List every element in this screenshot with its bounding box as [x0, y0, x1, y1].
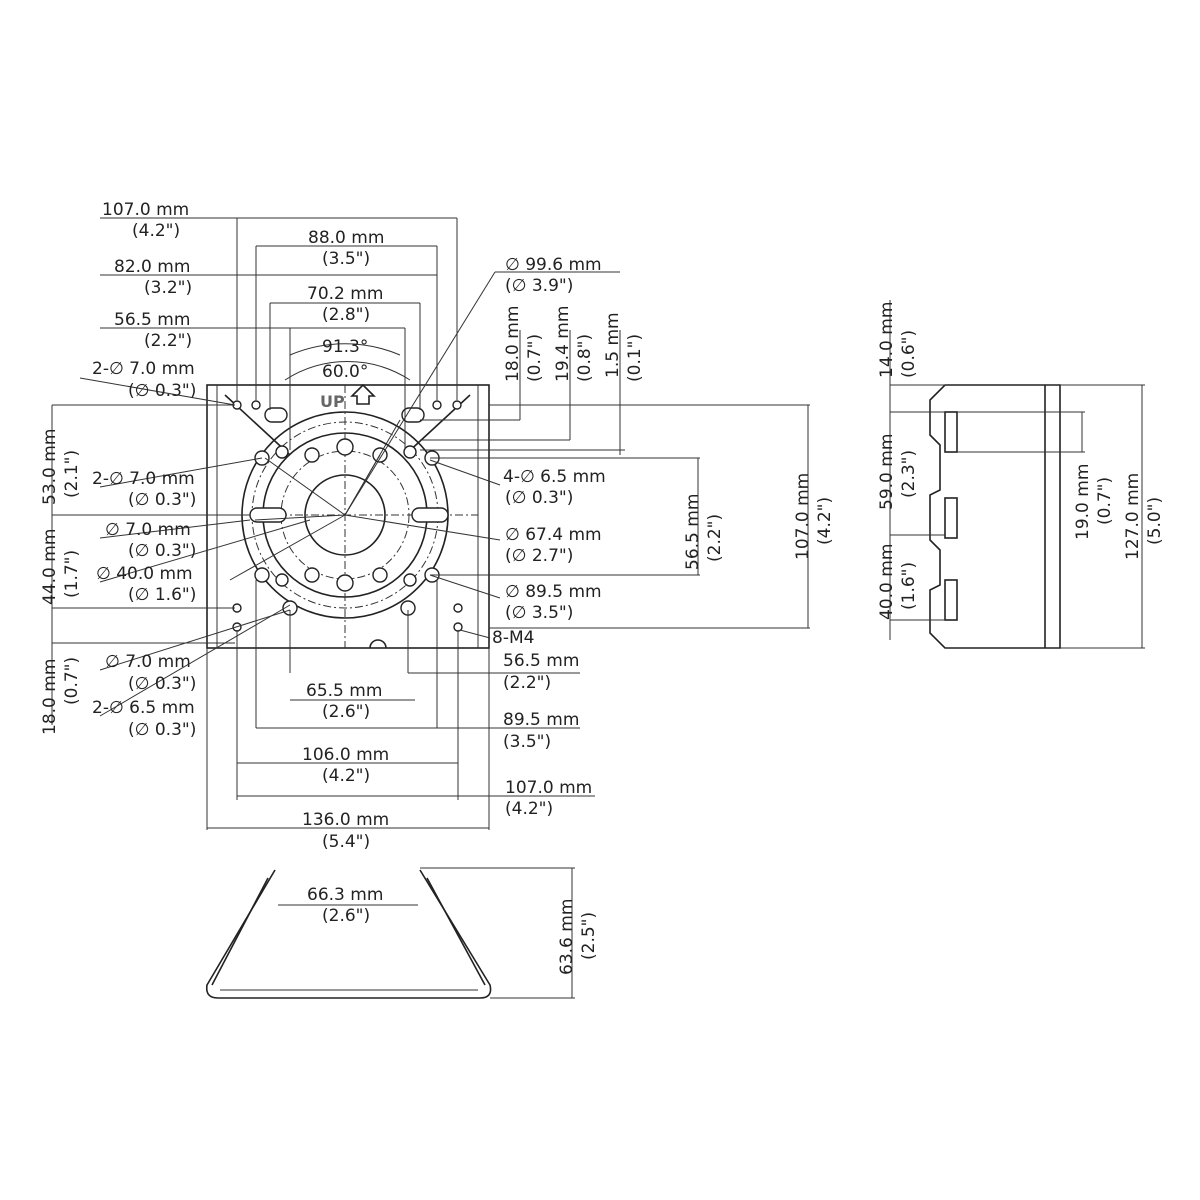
label: 107.0 mm — [793, 473, 813, 560]
label: (∅ 0.3") — [128, 490, 196, 510]
rotated-labels: 18.0 mm (0.7") 19.4 mm (0.8") 1.5 mm (0.… — [40, 302, 1165, 975]
label: ∅ 99.6 mm — [505, 255, 602, 275]
label: (0.6") — [899, 330, 919, 378]
label: (1.6") — [899, 562, 919, 610]
label: (3.5") — [503, 732, 551, 752]
label: (∅ 0.3") — [128, 381, 196, 401]
label: 107.0 mm — [505, 778, 592, 798]
label: 2-∅ 6.5 mm — [92, 698, 195, 718]
label: (0.7") — [525, 334, 545, 382]
label: ∅ 67.4 mm — [505, 525, 602, 545]
bottom-dimensions — [99, 580, 595, 830]
label: (2.5") — [579, 912, 599, 960]
label: 82.0 mm — [114, 257, 190, 277]
leader-lines — [229, 271, 620, 639]
label: 53.0 mm — [40, 429, 60, 505]
label: 63.6 mm — [557, 899, 577, 975]
label: 2-∅ 7.0 mm — [92, 469, 195, 489]
label: 89.5 mm — [503, 710, 579, 730]
label: (∅ 3.5") — [505, 603, 573, 623]
label: (4.2") — [815, 497, 835, 545]
label: (∅ 0.3") — [128, 674, 196, 694]
front-plate: UP — [206, 383, 490, 649]
label: 4-∅ 6.5 mm — [503, 467, 606, 487]
label: 44.0 mm — [40, 529, 60, 605]
label: 14.0 mm — [877, 302, 897, 378]
label: ∅ 7.0 mm — [105, 652, 191, 672]
label: 88.0 mm — [308, 228, 384, 248]
label: 136.0 mm — [302, 810, 389, 830]
label: 19.4 mm — [553, 306, 573, 382]
label: (2.6") — [322, 702, 370, 722]
label: 56.5 mm — [503, 651, 579, 671]
up-arrow-icon — [350, 383, 376, 405]
label: (1.7") — [62, 550, 82, 598]
label: (4.2") — [132, 221, 180, 241]
label: (∅ 0.3") — [128, 720, 196, 740]
label: (3.5") — [322, 249, 370, 269]
right-dimensions — [420, 330, 810, 629]
label: (5.0") — [1145, 497, 1165, 545]
side-view — [889, 300, 1145, 649]
label: 60.0° — [322, 362, 368, 382]
label: (∅ 0.3") — [128, 541, 196, 561]
label: ∅ 7.0 mm — [105, 520, 191, 540]
label: (3.2") — [144, 278, 192, 298]
top-dimensions — [79, 217, 458, 450]
label: 2-∅ 7.0 mm — [92, 359, 195, 379]
label: (0.7") — [1095, 477, 1115, 525]
label: 70.2 mm — [307, 284, 383, 304]
label: (∅ 0.3") — [505, 488, 573, 508]
label: 127.0 mm — [1123, 473, 1143, 560]
label: 106.0 mm — [302, 745, 389, 765]
label: 19.0 mm — [1073, 464, 1093, 540]
label: (2.2") — [705, 514, 725, 562]
label: 8-M4 — [492, 628, 534, 648]
label: 59.0 mm — [877, 434, 897, 510]
label: (∅ 3.9") — [505, 276, 573, 296]
center-opening — [304, 474, 386, 556]
up-label: UP — [320, 392, 345, 411]
label: (4.2") — [505, 799, 553, 819]
label: 56.5 mm — [683, 494, 703, 570]
label: 56.5 mm — [114, 310, 190, 330]
label: (0.1") — [625, 334, 645, 382]
label: (2.2") — [144, 331, 192, 351]
label: 40.0 mm — [877, 544, 897, 620]
profile-view — [205, 867, 575, 999]
label: 91.3° — [322, 337, 368, 357]
label: ∅ 89.5 mm — [505, 582, 602, 602]
label: (2.3") — [899, 450, 919, 498]
label: (2.6") — [322, 906, 370, 926]
label: (0.8") — [575, 334, 595, 382]
label: (5.4") — [322, 832, 370, 852]
label: (4.2") — [322, 766, 370, 786]
label: 66.3 mm — [307, 885, 383, 905]
label: 65.5 mm — [306, 681, 382, 701]
label: 18.0 mm — [40, 659, 60, 735]
label: (2.2") — [503, 673, 551, 693]
label: 1.5 mm — [603, 312, 623, 378]
label: (0.7") — [62, 657, 82, 705]
label: 18.0 mm — [503, 306, 523, 382]
left-dimensions — [51, 404, 311, 725]
label: (2.8") — [322, 305, 370, 325]
label: (2.1") — [62, 450, 82, 498]
dimension-labels: 107.0 mm (4.2") 88.0 mm (3.5") 82.0 mm (… — [92, 200, 606, 926]
label: 107.0 mm — [102, 200, 189, 220]
label: (∅ 2.7") — [505, 546, 573, 566]
label: (∅ 1.6") — [128, 585, 196, 605]
label: ∅ 40.0 mm — [96, 564, 193, 584]
